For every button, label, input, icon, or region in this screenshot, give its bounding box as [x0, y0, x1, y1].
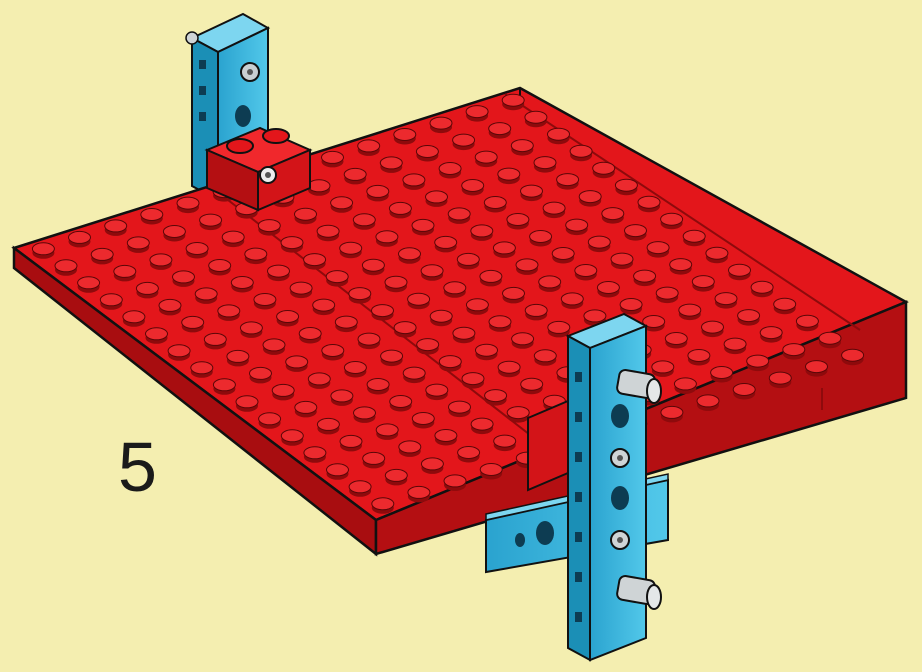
front-technic-beam-icon [568, 314, 646, 660]
step-number: 5 [118, 432, 157, 502]
